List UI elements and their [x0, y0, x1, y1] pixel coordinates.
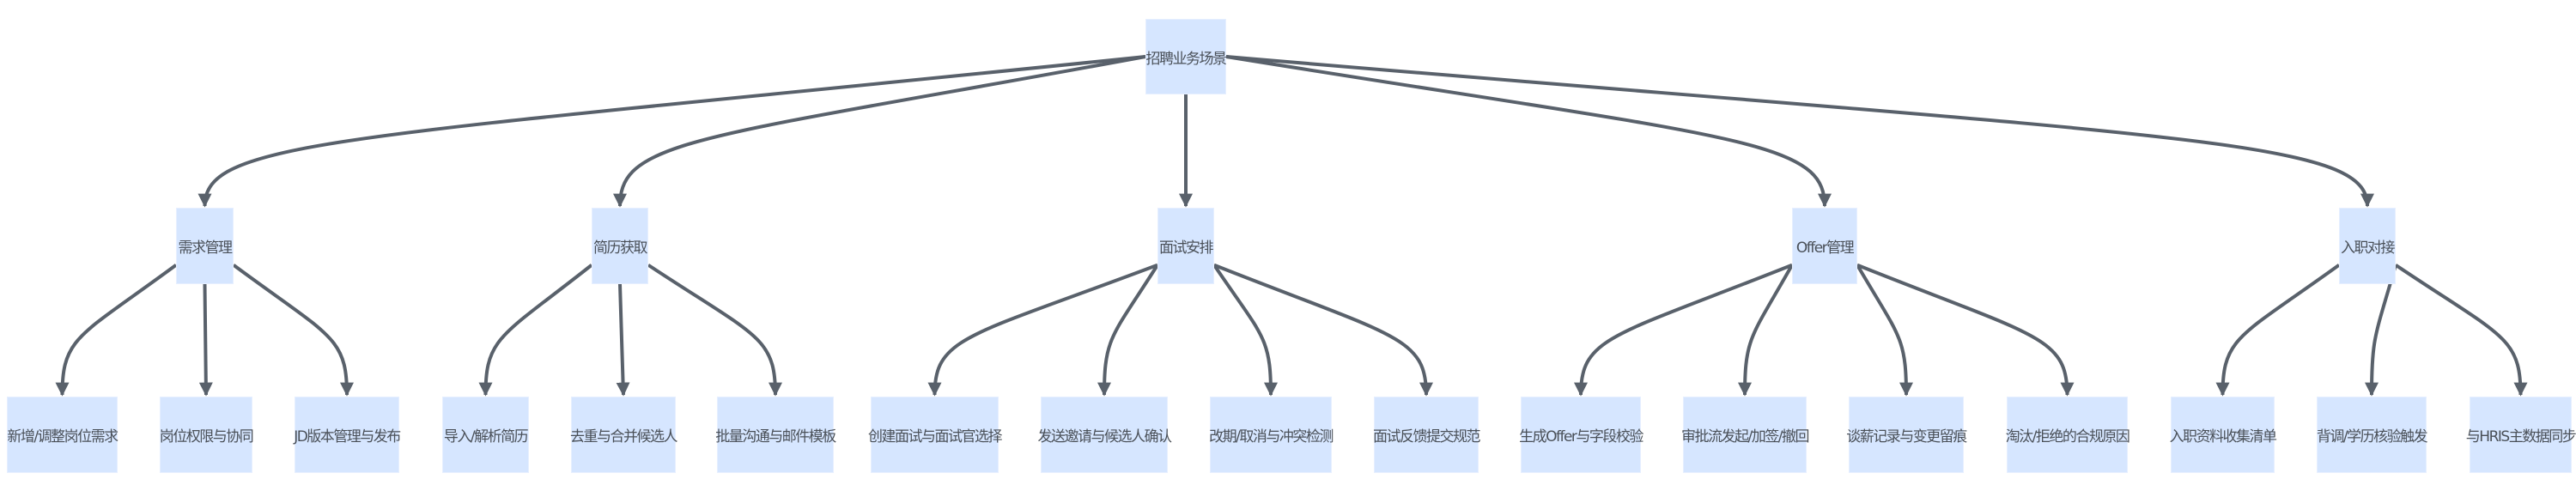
leaf-node[interactable]: 批量沟通与邮件模板 [715, 397, 836, 473]
edge-arrow [1225, 55, 1832, 208]
leaf-node[interactable]: 入职资料收集清单 [2169, 397, 2278, 473]
leaf-node[interactable]: 去重与合并候选人 [570, 397, 678, 473]
node-label: 面试安排 [1159, 239, 1214, 257]
leaf-node[interactable]: 面试反馈提交规范 [1373, 397, 1481, 473]
category-node-interview[interactable]: 面试安排 [1157, 208, 1214, 284]
edge-arrow [927, 263, 1158, 397]
edge-arrow [55, 264, 178, 397]
node-label: 生成Offer与字段校验 [1519, 428, 1643, 446]
node-label: 入职资料收集清单 [2169, 428, 2278, 446]
edge-arrow [2215, 264, 2341, 397]
leaf-node[interactable]: 与HRIS主数据同步 [2466, 397, 2576, 473]
node-label: 审批流发起/加签/撤回 [1681, 428, 1809, 446]
edge-arrow [613, 55, 1146, 208]
node-label: 招聘业务场景 [1145, 50, 1228, 68]
edge-arrow [1212, 264, 1278, 397]
leaf-node[interactable]: 岗位权限与协同 [159, 397, 254, 473]
edge-arrow [1738, 264, 1794, 397]
leaf-node[interactable]: 审批流发起/加签/撤回 [1681, 397, 1809, 473]
edge-arrow [2394, 264, 2528, 397]
node-label: 改期/取消与冲突检测 [1209, 428, 1334, 446]
leaf-node[interactable]: 发送邀请与候选人确认 [1037, 397, 1173, 473]
edge-arrow [1856, 264, 1913, 397]
edge-arrow [1097, 264, 1159, 397]
category-node-offer[interactable]: Offer管理 [1792, 208, 1857, 284]
edge-arrow [647, 264, 782, 397]
edge-arrow [616, 283, 630, 397]
node-label: 去重与合并候选人 [570, 428, 678, 446]
category-node-onboarding[interactable]: 入职对接 [2339, 208, 2396, 284]
category-node-demand[interactable]: 需求管理 [176, 208, 234, 284]
leaf-node[interactable]: 淘汰/拒绝的合规原因 [2005, 397, 2130, 473]
root-node[interactable]: 招聘业务场景 [1145, 19, 1228, 94]
edge-arrow [232, 264, 354, 397]
node-label: 创建面试与面试官选择 [868, 428, 1003, 446]
edge-arrow [1574, 263, 1793, 397]
node-label: Offer管理 [1795, 239, 1855, 257]
edge-arrow [1213, 263, 1433, 397]
node-label: 新增/调整岗位需求 [7, 428, 118, 446]
node-label: 岗位权限与协同 [159, 428, 254, 446]
category-node-resume[interactable]: 简历获取 [592, 208, 648, 284]
leaf-node[interactable]: 改期/取消与冲突检测 [1209, 397, 1334, 473]
edge-arrow [1856, 263, 2075, 397]
node-label: 简历获取 [593, 239, 648, 257]
edge-arrow [198, 283, 213, 397]
node-label: 面试反馈提交规范 [1373, 428, 1481, 446]
leaf-node[interactable]: 背调/学历核验触发 [2316, 397, 2428, 473]
node-label: 入职对接 [2341, 239, 2396, 257]
edge-arrow [2365, 264, 2397, 397]
node-label: 淘汰/拒绝的合规原因 [2005, 428, 2130, 446]
node-label: 发送邀请与候选人确认 [1037, 428, 1173, 446]
node-label: 背调/学历核验触发 [2316, 428, 2428, 446]
node-label: 导入/解析简历 [443, 428, 529, 446]
node-label: 与HRIS主数据同步 [2465, 428, 2576, 446]
edge-arrow [478, 264, 593, 397]
node-label: 需求管理 [178, 239, 234, 257]
node-label: 谈薪记录与变更留痕 [1846, 428, 1967, 446]
edge-arrow [1225, 55, 2374, 208]
leaf-node[interactable]: 谈薪记录与变更留痕 [1846, 397, 1967, 473]
node-label: 批量沟通与邮件模板 [715, 428, 836, 446]
leaf-node[interactable]: 生成Offer与字段校验 [1519, 397, 1643, 473]
edge-arrow [197, 55, 1146, 208]
leaf-node[interactable]: 新增/调整岗位需求 [7, 397, 118, 473]
leaf-node[interactable]: JD版本管理与发布 [294, 397, 401, 473]
leaf-node[interactable]: 创建面试与面试官选择 [868, 397, 1003, 473]
leaf-node[interactable]: 导入/解析简历 [442, 397, 529, 473]
node-label: JD版本管理与发布 [294, 428, 401, 446]
